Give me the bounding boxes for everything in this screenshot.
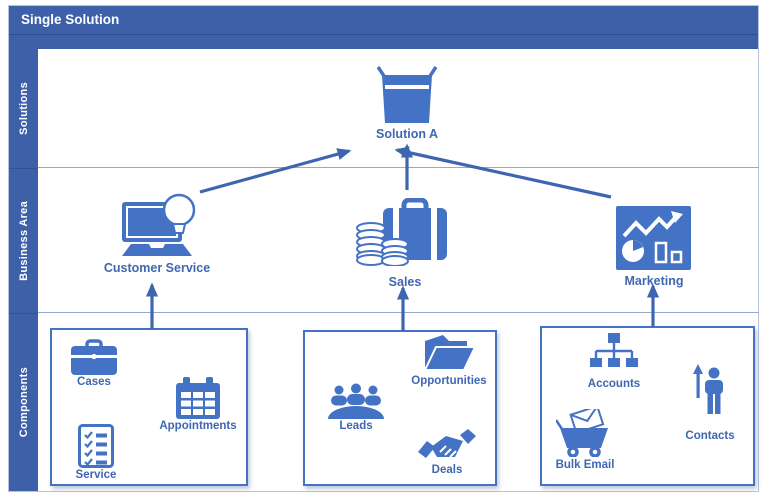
marketing-label: Marketing <box>624 274 684 288</box>
bulk-email-label: Bulk Email <box>555 459 615 471</box>
calendar-icon <box>176 377 220 419</box>
lane-solutions: Solutions <box>9 49 38 169</box>
appointments-label: Appointments <box>159 420 237 432</box>
briefcase-coins-icon <box>356 198 447 266</box>
lane-business-area: Business Area <box>9 169 38 314</box>
org-chart-icon <box>590 333 638 367</box>
arrow-customer-service-to-solution <box>199 148 352 194</box>
sales-label: Sales <box>388 275 422 289</box>
checklist-icon <box>78 424 114 468</box>
leads-label: Leads <box>339 420 373 432</box>
arrow-marketing-to-solution <box>394 146 612 199</box>
person-up-arrow-icon <box>693 364 723 414</box>
lane-components: Components <box>9 314 38 491</box>
laptop-lightbulb-icon <box>122 193 196 256</box>
handshake-icon <box>418 429 476 458</box>
opportunities-label: Opportunities <box>411 375 487 387</box>
service-label: Service <box>75 469 117 481</box>
lane-label-strip: Solutions Business Area Components <box>9 49 40 491</box>
divider-business-components <box>38 312 759 313</box>
contacts-label: Contacts <box>685 430 735 442</box>
deals-label: Deals <box>431 464 463 476</box>
briefcase-icon <box>71 339 117 375</box>
charts-board-icon <box>616 206 691 270</box>
solution-a-label: Solution A <box>375 127 439 141</box>
cases-label: Cases <box>77 376 111 388</box>
customer-service-label: Customer Service <box>103 261 211 275</box>
folder-icon <box>423 335 475 371</box>
divider-solutions-business <box>38 167 759 168</box>
accounts-label: Accounts <box>587 378 641 390</box>
diagram-title: Single Solution <box>9 6 758 34</box>
cart-envelope-icon <box>556 409 608 457</box>
open-box-icon <box>377 66 437 123</box>
header-sub-band <box>9 34 758 49</box>
people-group-icon <box>328 383 384 419</box>
